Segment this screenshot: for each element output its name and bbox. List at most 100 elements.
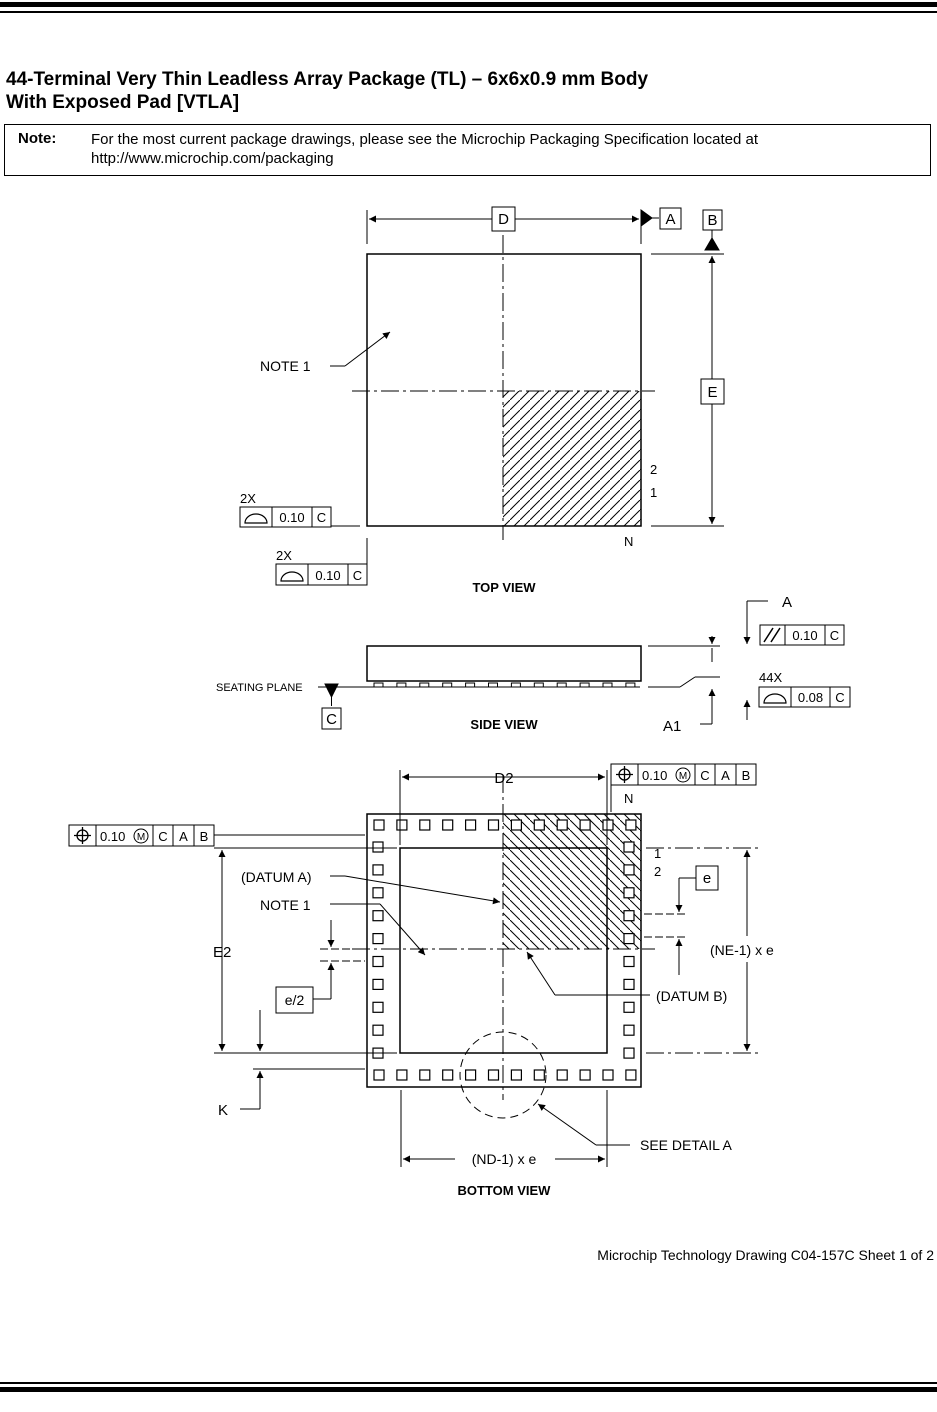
profile-surface-icon <box>244 513 268 524</box>
terminal-pad <box>623 864 635 876</box>
terminal-pad <box>372 955 384 968</box>
top-dim-d: D <box>498 211 509 228</box>
top-fcf2-frame <box>275 563 368 586</box>
position-icon <box>616 766 633 783</box>
terminal-pad <box>625 682 636 688</box>
top-dim-e: E <box>707 384 717 401</box>
top-fcf2-datum: C <box>353 568 362 583</box>
bottom-view <box>214 770 760 1167</box>
terminal-pad <box>372 910 384 922</box>
side-flat-datum: C <box>835 690 844 705</box>
top-fcf2-count: 2X <box>276 548 292 563</box>
terminal-pad <box>533 819 545 831</box>
profile-surface-icon <box>763 693 787 704</box>
terminal-pad <box>419 819 431 831</box>
side-view <box>318 600 768 725</box>
terminal-pad <box>533 682 544 688</box>
page-title: 44-Terminal Very Thin Leadless Array Pac… <box>6 68 648 114</box>
terminal-pad <box>579 682 590 688</box>
terminal-pad <box>579 1069 591 1081</box>
side-view-labels: SEATING PLANE C A A1 0.10 C 44X 0.08 C S… <box>216 594 851 735</box>
bottom-fcf-left-modifier: M <box>137 832 145 843</box>
side-parallel-frame <box>759 624 845 646</box>
detail-a-circle <box>459 1031 547 1119</box>
bottom-dim-e2: E2 <box>213 944 231 961</box>
bottom-pin-1: 1 <box>654 846 661 861</box>
top-rule-thick <box>0 2 937 7</box>
terminal-pad <box>623 955 635 968</box>
position-icon <box>74 827 91 844</box>
bottom-datum-b-label: (DATUM B) <box>656 988 727 1004</box>
top-pin-n: N <box>624 534 633 549</box>
side-flat-count: 44X <box>759 670 782 685</box>
profile-surface-icon <box>280 571 304 582</box>
bottom-nd-dim: (ND-1) x e <box>472 1151 537 1167</box>
bottom-dim-e: e <box>703 870 711 887</box>
top-fcf1-value: 0.10 <box>279 510 304 525</box>
terminal-pad <box>372 1001 384 1013</box>
bottom-rule-thick <box>0 1387 937 1392</box>
top-fcf1-datum: C <box>317 510 326 525</box>
side-parallel-value: 0.10 <box>792 628 817 643</box>
top-view-caption: TOP VIEW <box>472 580 536 595</box>
note-link[interactable]: http://www.microchip.com/packaging <box>91 150 334 167</box>
drawing-footer: Microchip Technology Drawing C04-157C Sh… <box>597 1247 934 1263</box>
terminal-pad <box>396 819 408 831</box>
top-fcf1-count: 2X <box>240 491 256 506</box>
terminal-pad <box>579 819 591 831</box>
terminal-pad <box>372 887 384 899</box>
terminal-pad <box>372 978 384 991</box>
terminal-pad <box>465 819 477 831</box>
terminal-pad <box>623 1024 635 1036</box>
side-view-caption: SIDE VIEW <box>470 717 538 732</box>
bottom-fcf-right-modifier: M <box>679 771 687 782</box>
title-line-2: With Exposed Pad [VTLA] <box>6 92 240 113</box>
note-text: For the most current package drawings, p… <box>91 130 758 168</box>
terminal-pad <box>510 682 521 688</box>
terminal-pad <box>533 1069 545 1081</box>
bottom-fcf-right-frame <box>610 763 757 786</box>
note-box: Note: For the most current package drawi… <box>4 124 931 176</box>
top-view-labels: D A B E NOTE 1 2 1 N 2X 0.10 C 2X 0.10 C… <box>239 206 725 595</box>
top-hatched-quadrant <box>503 391 641 526</box>
side-flat-value: 0.08 <box>798 690 823 705</box>
bottom-fcf-right-datum1: C <box>700 768 709 783</box>
terminal-pad <box>488 682 498 688</box>
terminal-pad <box>419 1069 431 1081</box>
bottom-note1: NOTE 1 <box>260 897 311 913</box>
bottom-fcf-right-datum3: B <box>742 768 751 783</box>
terminal-pad <box>623 887 635 899</box>
bottom-fcf-right-value: 0.10 <box>642 768 667 783</box>
parallelism-icon <box>763 627 781 643</box>
bottom-fcf-left-datum3: B <box>200 829 209 844</box>
top-pin-1: 1 <box>650 485 657 500</box>
bottom-fcf-left-frame <box>68 824 215 847</box>
terminal-pad <box>556 1069 568 1081</box>
terminal-pad <box>623 932 635 945</box>
terminal-pad <box>625 819 637 831</box>
top-view <box>330 209 724 584</box>
bottom-hatched-quadrant <box>503 814 641 949</box>
bottom-pin-2: 2 <box>654 864 661 879</box>
terminal-pad <box>510 819 522 831</box>
top-fcf2-value: 0.10 <box>315 568 340 583</box>
terminal-pad <box>623 910 635 922</box>
bottom-dim-k: K <box>218 1102 228 1119</box>
bottom-terminals <box>372 819 637 1081</box>
terminal-pad <box>372 1024 384 1036</box>
top-rule-thin <box>0 11 937 13</box>
bottom-fcf-left-datum2: A <box>179 829 188 844</box>
terminal-pad <box>419 682 430 688</box>
terminal-pad <box>487 819 500 831</box>
top-note1: NOTE 1 <box>260 358 311 374</box>
top-pin-2: 2 <box>650 462 657 477</box>
bottom-pin-n: N <box>624 791 633 806</box>
bottom-fcf-left-datum1: C <box>158 829 167 844</box>
terminal-pad <box>487 1069 500 1081</box>
terminal-pad <box>373 682 384 688</box>
terminal-pad <box>602 682 613 688</box>
seating-plane-label: SEATING PLANE <box>216 682 303 694</box>
bottom-ne-dim: (NE-1) x e <box>710 942 774 958</box>
bottom-view-labels: D2 E2 K e/2 e (DATUM A) NOTE 1 (NE-1) x … <box>68 763 774 1198</box>
terminal-pad <box>372 932 384 945</box>
